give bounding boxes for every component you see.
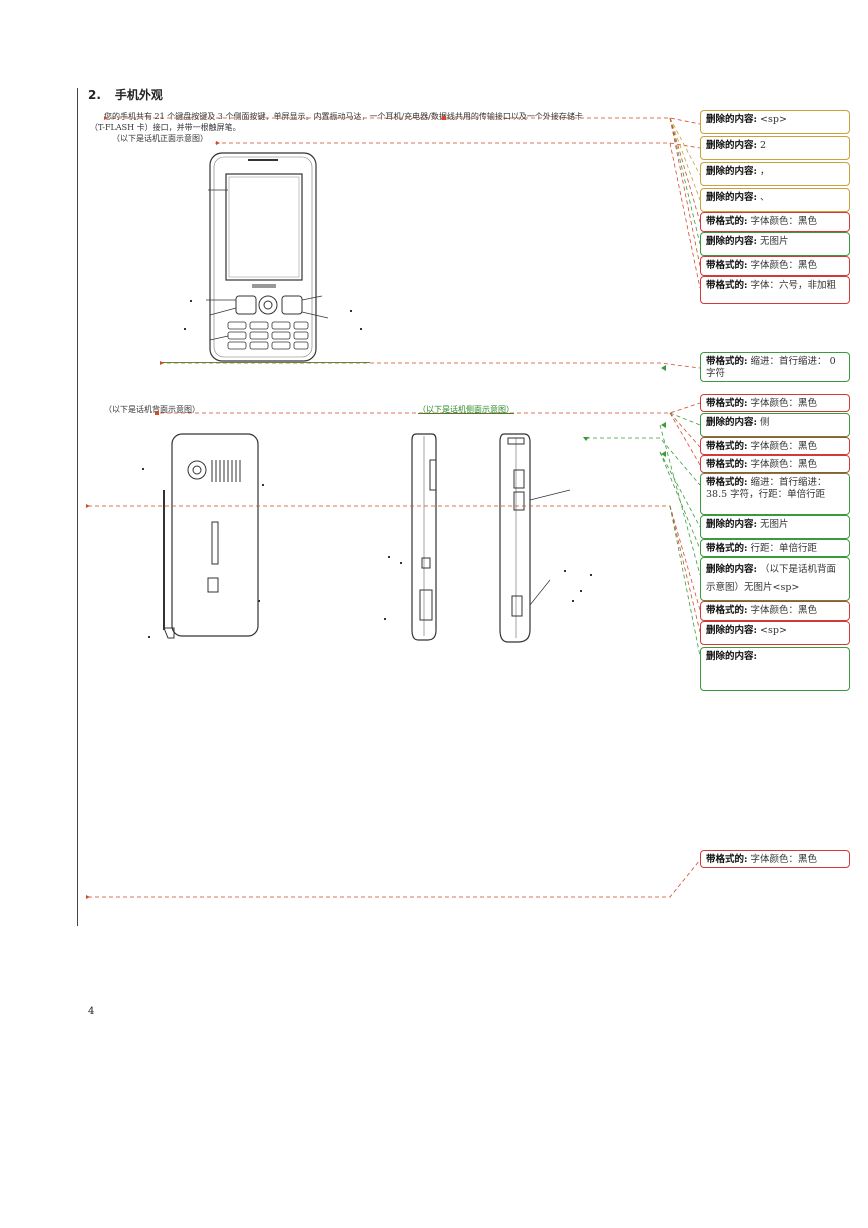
revision-balloon: 带格式的: 字体颜色：黑色 <box>700 455 850 473</box>
revision-balloon: 删除的内容: （以下是话机背面示意图）无图片<sp> <box>700 557 850 601</box>
front-image-underline <box>160 362 370 363</box>
revision-balloon: 带格式的: 字体颜色：黑色 <box>700 256 850 276</box>
revision-balloon: 带格式的: 缩进：首行缩进： 38.5 字符，行距：单倍行距 <box>700 473 850 515</box>
change-bar <box>77 88 78 926</box>
revision-balloon: 删除的内容: 无图片 <box>700 515 850 539</box>
revision-balloon: 删除的内容: 、 <box>700 188 850 212</box>
section-heading: 2. 手机外观 <box>88 86 177 103</box>
page-number: 4 <box>88 1006 95 1017</box>
revision-balloon: 删除的内容: ， <box>700 162 850 186</box>
revision-balloon: 删除的内容: 2 <box>700 136 850 160</box>
revision-balloon: 删除的内容: 侧 <box>700 413 850 437</box>
revision-balloon: 带格式的: 字体颜色：黑色 <box>700 601 850 621</box>
phone-front-illustration <box>184 152 362 362</box>
section-number: 2. <box>88 88 101 102</box>
revision-balloon: 删除的内容: <box>700 647 850 691</box>
back-caption: （以下是话机背面示意图） <box>104 405 200 414</box>
paragraph-line-2: （T-FLASH 卡）接口，并带一根触屏笔。 <box>90 123 241 132</box>
revision-balloon: 带格式的: 字体：六号，非加粗 <box>700 276 850 304</box>
revision-balloon: 删除的内容: 无图片 <box>700 232 850 256</box>
revision-balloon: 带格式的: 行距：单倍行距 <box>700 539 850 557</box>
front-caption: （以下是话机正面示意图） <box>112 134 208 143</box>
revision-balloon: 带格式的: 字体颜色：黑色 <box>700 394 850 412</box>
phone-side-illustration-right <box>499 433 592 643</box>
phone-back-illustration <box>142 433 264 639</box>
side-caption: （以下是话机侧面示意图） <box>418 405 514 414</box>
revision-balloon: 带格式的: 字体颜色：黑色 <box>700 212 850 232</box>
revision-balloon: 带格式的: 字体颜色：黑色 <box>700 850 850 868</box>
revision-balloon: 删除的内容: <sp> <box>700 621 850 645</box>
revision-balloon: 带格式的: 缩进：首行缩进： 0 字符 <box>700 352 850 382</box>
phone-side-illustration-left <box>384 433 437 641</box>
revision-balloon: 带格式的: 字体颜色：黑色 <box>700 437 850 455</box>
paragraph-line-1: 您的手机共有 21 个键盘按键及 3 个侧面按键，单屏显示。内置振动马达，一个耳… <box>104 112 583 121</box>
revision-balloon: 删除的内容: <sp> <box>700 110 850 134</box>
section-title: 手机外观 <box>114 88 163 102</box>
